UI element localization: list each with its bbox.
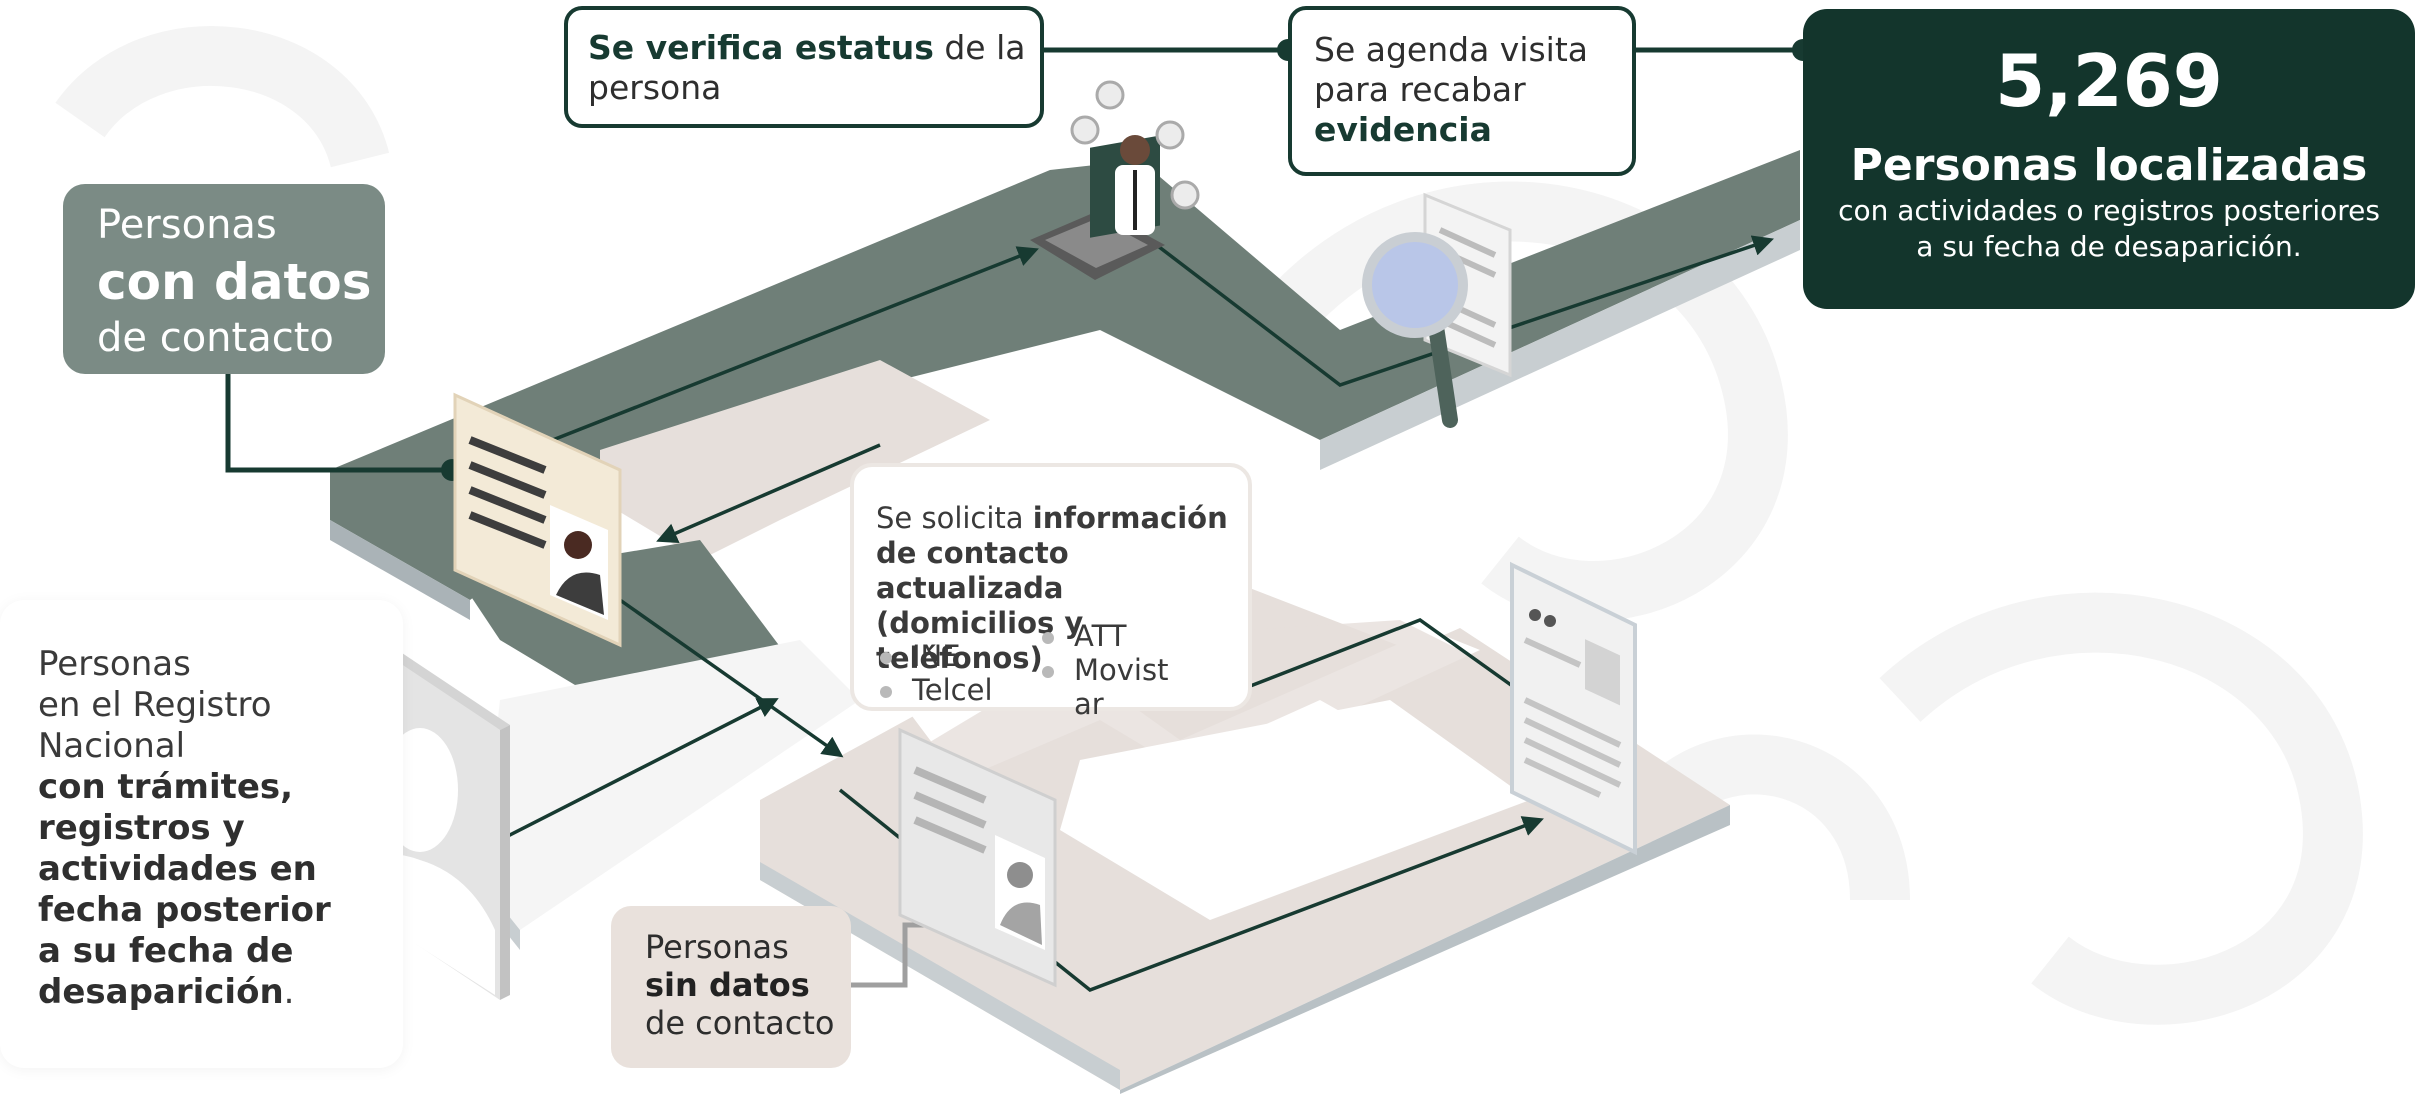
call-center-operator-icon (1030, 80, 1200, 280)
agenda-line1: Se agenda visita (1314, 30, 1589, 69)
sin-datos-line3: de contacto (645, 1004, 835, 1042)
registro-b2: registros y (38, 808, 245, 848)
sin-datos-line1: Personas (645, 928, 789, 966)
verifica-rest1: de la (933, 28, 1026, 67)
grey-id-card-icon (898, 727, 1057, 988)
connectors (225, 47, 1803, 473)
localizadas-title: Personas localizadas (1850, 140, 2368, 191)
registro-b6: desaparición (38, 972, 284, 1012)
bullet-list-left: INE Telcel (878, 639, 993, 707)
bullet-item: ATT (1040, 619, 1180, 653)
solicita-b3: (domicilios y teléfonos) (876, 606, 1084, 675)
localizadas-sub1: con actividades o registros posteriores (1838, 194, 2380, 227)
magnifier-icon (1362, 192, 1512, 428)
verifica-bold: Se verifica estatus (588, 28, 934, 67)
registro-nacional-box: Personas en el Registro Nacional con trá… (0, 600, 403, 1068)
localizadas-summary-box: 5,269 Personas localizadas con actividad… (1803, 9, 2415, 309)
registro-b1: con trámites, (38, 767, 294, 807)
registro-b3: actividades en (38, 849, 317, 889)
registro-line2: en el Registro (38, 685, 272, 725)
solicita-b1: información (1032, 501, 1228, 535)
con-datos-label-box: Personas con datos de contacto (63, 184, 385, 374)
id-card-icon (453, 392, 622, 648)
registro-b4: fecha posterior (38, 890, 331, 930)
bullet-item: INE (878, 639, 993, 673)
solicita-b2: de contacto actualizada (876, 536, 1069, 605)
registro-b5: a su fecha de (38, 931, 294, 971)
solicita-plain: Se solicita (876, 501, 1033, 535)
registro-line3: Nacional (38, 726, 186, 766)
sin-datos-label-box: Personas sin datos de contacto (611, 906, 851, 1068)
profile-document-icon (1510, 561, 1637, 856)
localizadas-sub2: a su fecha de desaparición. (1916, 230, 2302, 263)
agenda-bold: evidencia (1314, 110, 1492, 149)
registro-line1: Personas (38, 644, 191, 684)
localizadas-number: 5,269 (1995, 39, 2223, 123)
agenda-line2: para recabar (1314, 70, 1526, 109)
bullet-item: Movistar (1040, 653, 1180, 721)
verifica-rest2: persona (588, 68, 722, 107)
con-datos-line1: Personas (97, 202, 277, 248)
bullet-item: Telcel (878, 673, 993, 707)
verifica-status-box: Se verifica estatus de la persona (564, 6, 1044, 128)
con-datos-line3: de contacto (97, 315, 334, 361)
registro-end: . (283, 972, 295, 1012)
con-datos-line2: con datos (97, 253, 372, 311)
bullet-list-right: ATT Movistar (1040, 619, 1180, 721)
solicita-info-box: Se solicita información de contacto actu… (850, 463, 1252, 721)
agenda-visita-box: Se agenda visita para recabar evidencia (1288, 6, 1636, 176)
sin-datos-bold: sin datos (645, 966, 810, 1004)
